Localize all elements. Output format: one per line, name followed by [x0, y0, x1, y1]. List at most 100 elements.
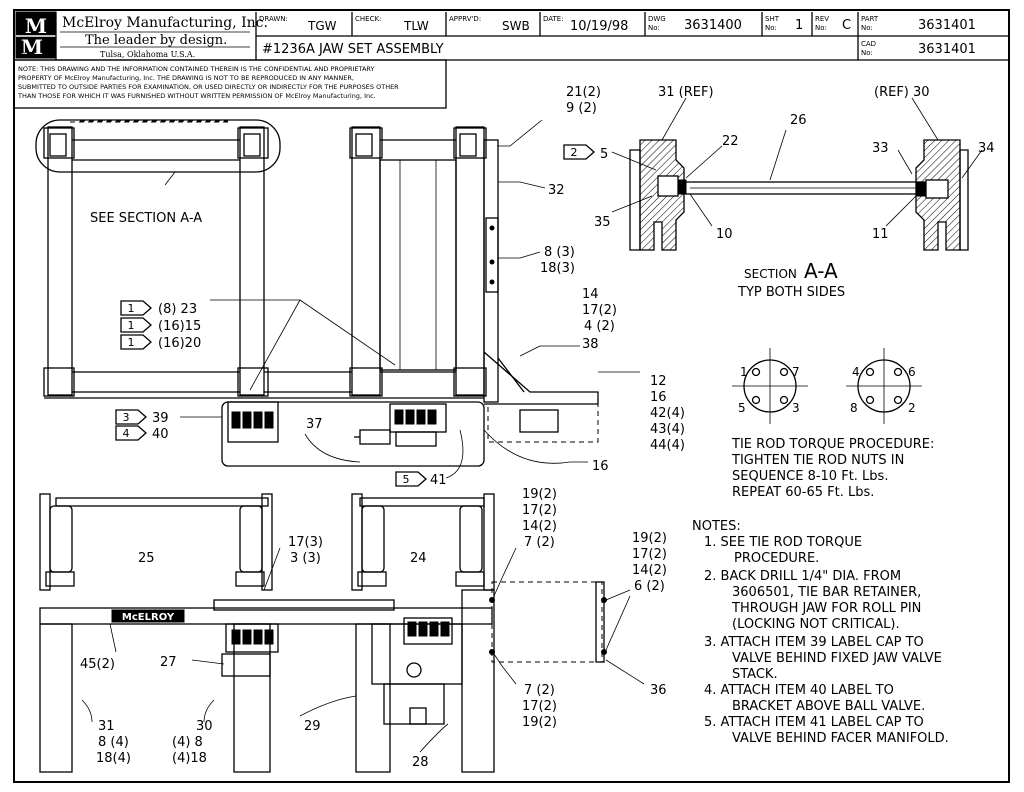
callout-9: 9 (2): [566, 101, 597, 116]
rev-label-1: REV: [815, 15, 829, 23]
callout-17-bottom: 17(2): [522, 699, 557, 714]
flag-4: 4: [115, 425, 147, 441]
callout-12: 12: [650, 374, 667, 389]
svg-text:4: 4: [123, 427, 130, 440]
drawn-label: DRAWN:: [259, 15, 288, 23]
callout-15: (16)15: [158, 319, 201, 334]
note-line: BRACKET ABOVE BALL VALVE.: [732, 699, 925, 714]
part-label-2: No:: [861, 24, 873, 32]
callout-37: 37: [306, 417, 323, 432]
callout-36: 36: [650, 683, 667, 698]
callout-38: 38: [582, 337, 599, 352]
svg-text:PROPERTY OF McElroy Manufactur: PROPERTY OF McElroy Manufacturing, Inc. …: [18, 74, 354, 82]
svg-text:6: 6: [908, 365, 916, 379]
callout-19-top: 19(2): [522, 487, 557, 502]
section-callout-35: 35: [594, 215, 611, 230]
callout-4-18: (4)18: [172, 751, 207, 766]
callout-44: 44(4): [650, 438, 685, 453]
drawn-value: TGW: [307, 19, 337, 33]
confidential-note: NOTE: THIS DRAWING AND THE INFORMATION C…: [13, 59, 447, 109]
check-value: TLW: [403, 19, 429, 33]
callout-42: 42(4): [650, 406, 685, 421]
torque-procedure-line: TIE ROD TORQUE PROCEDURE:: [731, 437, 934, 452]
note-line: 5. ATTACH ITEM 41 LABEL CAP TO: [704, 715, 924, 730]
callout-17-far: 17(2): [632, 547, 667, 562]
note-line: VALVE BEHIND FIXED JAW VALVE: [732, 651, 942, 666]
svg-text:4: 4: [852, 365, 860, 379]
rev-label-2: No:: [815, 24, 827, 32]
section-title-word: SECTION: [744, 267, 797, 281]
sht-value: 1: [795, 18, 803, 33]
svg-text:THAN THOSE FOR WHICH IT WAS FU: THAN THOSE FOR WHICH IT WAS FURNISHED WI…: [17, 92, 376, 100]
flag-1-c: 1: [120, 334, 152, 350]
section-subtitle: TYP BOTH SIDES: [737, 285, 845, 300]
torque-procedure-line: TIGHTEN TIE ROD NUTS IN: [731, 453, 904, 468]
svg-text:1: 1: [128, 319, 135, 332]
callout-20: (16)20: [158, 336, 201, 351]
notes-heading: NOTES:: [692, 519, 741, 534]
section-callout-33: 33: [872, 141, 889, 156]
callout-43: 43(4): [650, 422, 685, 437]
front-view: McELROY: [39, 487, 667, 773]
section-callout-22: 22: [722, 134, 739, 149]
callout-21: 21(2): [566, 85, 601, 100]
date-label: DATE:: [543, 15, 564, 23]
apprvd-label: APPRV'D:: [449, 15, 481, 23]
flag-3: 3: [115, 409, 147, 425]
svg-text:2: 2: [908, 401, 916, 415]
flag-5: 5: [395, 471, 427, 487]
callout-32: 32: [548, 183, 565, 198]
callout-25: 25: [138, 551, 155, 566]
section-a-a: 31 (REF) (REF) 30 26 22 33 34 2 5 35 10 …: [563, 85, 995, 300]
callout-7-bottom: 7 (2): [524, 683, 555, 698]
sht-label-1: SHT: [765, 15, 780, 23]
company-location: Tulsa, Oklahoma U.S.A.: [100, 50, 195, 59]
date-value: 10/19/98: [570, 19, 628, 34]
top-view: SEE SECTION A-A: [35, 85, 685, 488]
part-value: 3631401: [918, 18, 976, 33]
callout-8: 8 (3): [544, 245, 575, 260]
check-label: CHECK:: [355, 15, 381, 23]
callout-18-4: 18(4): [96, 751, 131, 766]
apprvd-value: SWB: [502, 19, 530, 33]
note-line: (LOCKING NOT CRITICAL).: [732, 617, 900, 632]
section-callout-34: 34: [978, 141, 995, 156]
callout-17: 17(2): [582, 303, 617, 318]
note-line: 3. ATTACH ITEM 39 LABEL CAP TO: [704, 635, 924, 650]
flag-1-b: 1: [120, 317, 152, 333]
callout-30b: 30: [196, 719, 213, 734]
registered-mark: ®: [18, 50, 26, 59]
callout-27: 27: [160, 655, 177, 670]
svg-text:1: 1: [128, 336, 135, 349]
callout-17-3: 17(3): [288, 535, 323, 550]
notes: NOTES: 1. SEE TIE ROD TORQUE PROCEDURE. …: [692, 519, 949, 746]
see-section-label: SEE SECTION A-A: [90, 211, 202, 226]
section-title-letters: A-A: [804, 259, 838, 283]
note-line: PROCEDURE.: [734, 551, 819, 566]
callout-19-far: 19(2): [632, 531, 667, 546]
svg-text:1: 1: [128, 302, 135, 315]
flag-2: 2: [563, 144, 595, 160]
section-callout-10: 10: [716, 227, 733, 242]
cad-label-1: CAD: [861, 40, 876, 48]
svg-text:7: 7: [792, 365, 800, 379]
svg-text:1: 1: [740, 365, 748, 379]
callout-6-far: 6 (2): [634, 579, 665, 594]
svg-text:5: 5: [738, 401, 746, 415]
dwg-label-1: DWG: [648, 15, 666, 23]
svg-text:8: 8: [850, 401, 858, 415]
callout-29: 29: [304, 719, 321, 734]
dwg-value: 3631400: [684, 18, 742, 33]
callout-14-top: 14(2): [522, 519, 557, 534]
callout-24: 24: [410, 551, 427, 566]
callout-7-top: 7 (2): [524, 535, 555, 550]
note-line: STACK.: [732, 667, 778, 682]
callout-41: 41: [430, 473, 447, 488]
svg-text:5: 5: [403, 473, 410, 486]
brand-plate: McELROY: [122, 612, 175, 623]
callout-39: 39: [152, 411, 169, 426]
note-line: 4. ATTACH ITEM 40 LABEL TO: [704, 683, 894, 698]
callout-28: 28: [412, 755, 429, 770]
note-line: VALVE BEHIND FACER MANIFOLD.: [732, 731, 949, 746]
